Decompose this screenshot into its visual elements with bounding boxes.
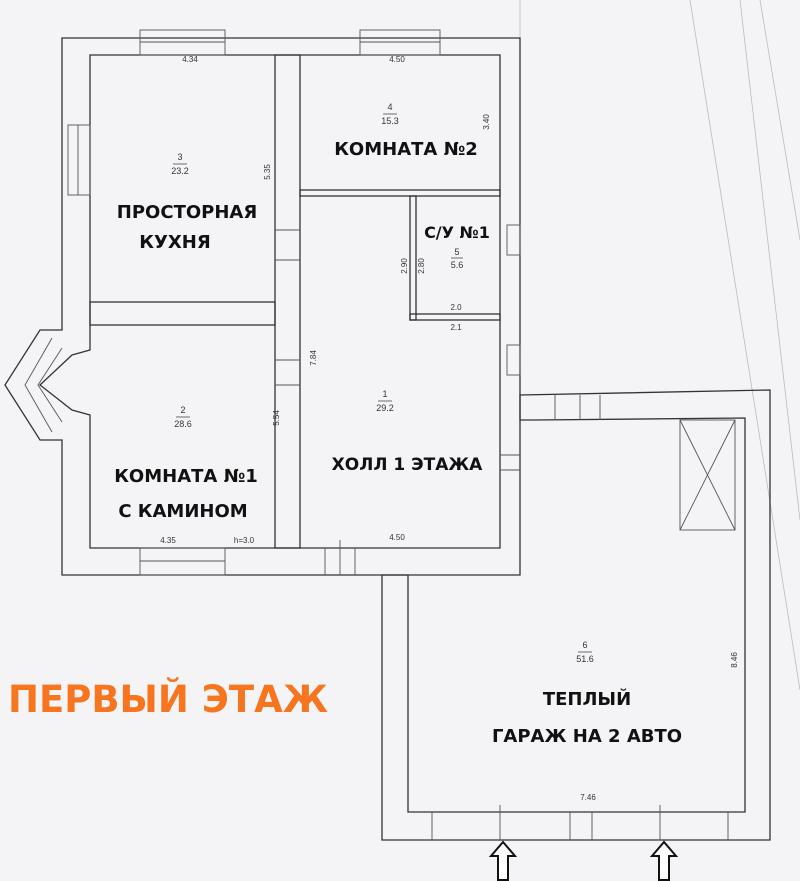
room-name: С/У №1 — [424, 223, 490, 242]
room-number: 6 — [582, 640, 587, 650]
room-name: ТЕПЛЫЙ — [543, 688, 631, 710]
floor-title: ПЕРВЫЙ ЭТАЖ — [8, 677, 328, 721]
room-name: КОМНАТА №2 — [334, 139, 478, 160]
room-1-hall: 1 29.2 ХОЛЛ 1 ЭТАЖА — [332, 389, 484, 475]
room-4-room2: 4 15.3 КОМНАТА №2 — [334, 102, 478, 160]
room-name: С КАМИНОМ — [118, 501, 247, 522]
entrance-arrow-icon — [488, 840, 518, 881]
room-2-room1: 2 28.6 КОМНАТА №1 С КАМИНОМ — [114, 405, 258, 522]
house-walls — [4, 29, 521, 576]
room-area: 29.2 — [376, 403, 394, 413]
dimension-label: 4.50 — [389, 55, 405, 64]
room-5-bathroom: С/У №1 5 5.6 — [424, 223, 490, 270]
dimension-label: 2.90 — [400, 258, 409, 274]
garage-walls — [381, 389, 771, 841]
room-number: 1 — [382, 389, 387, 399]
room-area: 15.3 — [381, 116, 399, 126]
room-area: 5.6 — [451, 260, 464, 270]
room-area: 23.2 — [171, 166, 189, 176]
dimension-label: 2.1 — [450, 323, 462, 332]
room-3-kitchen: 3 23.2 ПРОСТОРНАЯ КУХНЯ — [117, 152, 257, 253]
entrance-arrow-icon — [649, 840, 679, 881]
dimension-label: 2.80 — [417, 258, 426, 274]
room-name: КОМНАТА №1 — [114, 466, 258, 487]
room-area: 51.6 — [576, 654, 594, 664]
room-name: ПРОСТОРНАЯ — [117, 202, 257, 223]
room-number: 4 — [387, 102, 392, 112]
room-number: 2 — [180, 405, 185, 415]
room-name: ГАРАЖ НА 2 АВТО — [492, 726, 682, 747]
room-area: 28.6 — [174, 419, 192, 429]
room-name: КУХНЯ — [139, 232, 210, 253]
room-number: 3 — [177, 152, 182, 162]
dimension-label: 4.50 — [389, 533, 405, 542]
dimension-label: 3.40 — [482, 114, 491, 130]
dimension-label: 4.34 — [182, 55, 198, 64]
room-name: ХОЛЛ 1 ЭТАЖА — [332, 455, 484, 475]
dimension-label: 5.54 — [272, 410, 281, 426]
background-lines — [519, 0, 800, 691]
dimension-label: 5.35 — [263, 164, 272, 180]
dimension-label: 7.46 — [580, 793, 596, 802]
dimension-label: h=3.0 — [234, 536, 255, 545]
room-6-garage: 6 51.6 ТЕПЛЫЙ ГАРАЖ НА 2 АВТО — [492, 640, 682, 747]
dimension-label: 4.35 — [160, 536, 176, 545]
dimension-label: 2.0 — [450, 303, 462, 312]
dimensions: 4.34 4.50 5.35 3.40 2.90 2.80 2.0 2.1 7.… — [160, 55, 739, 802]
dimension-label: 7.84 — [309, 350, 318, 366]
room-number: 5 — [454, 247, 459, 257]
dimension-label: 8.46 — [730, 652, 739, 668]
